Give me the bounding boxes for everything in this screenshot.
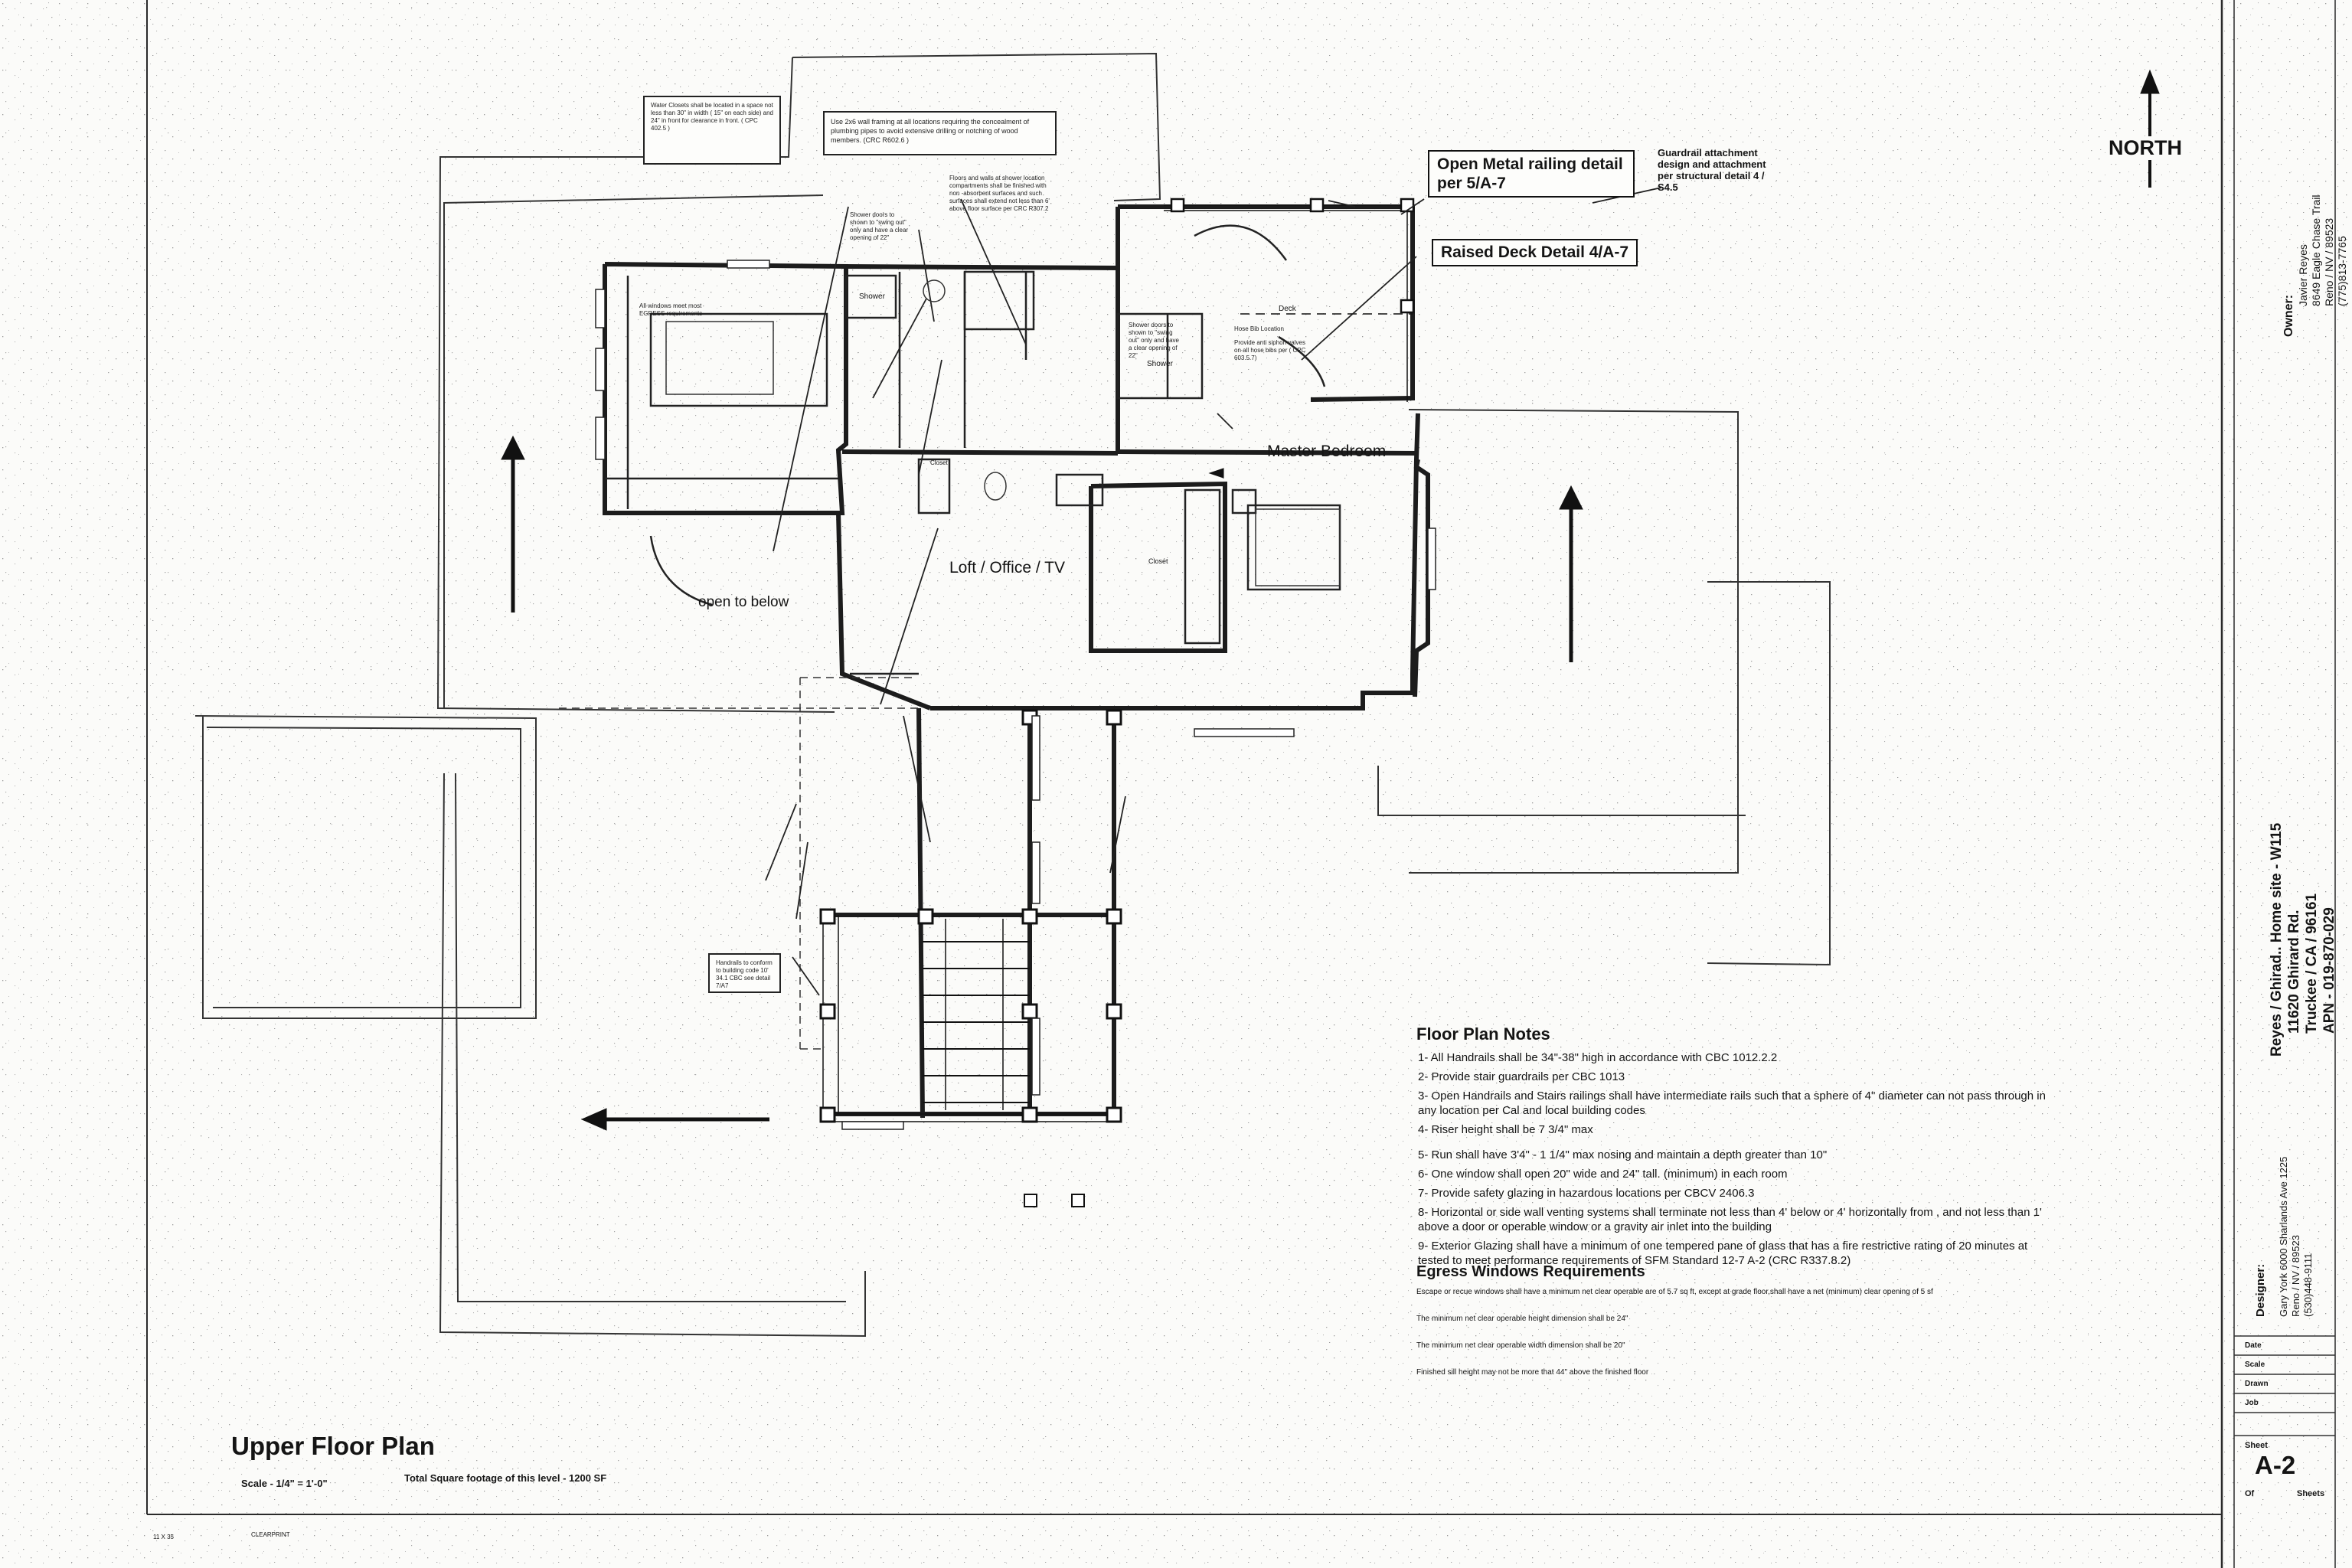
egress-item: The minimum net clear operable width dim…	[1416, 1341, 1625, 1350]
arrow-left-icon	[580, 1108, 607, 1131]
arrow-up-icon	[501, 435, 525, 460]
drawing-scale: Scale - 1/4" = 1'-0"	[241, 1478, 328, 1489]
floor-note-item: 7- Provide safety glazing in hazardous l…	[1418, 1187, 1755, 1200]
room-label-closet: Closet	[1148, 557, 1168, 565]
designer-details: Gary York 6000 Sharlands Ave 1225 Reno /…	[2278, 1156, 2314, 1317]
title-block-sheet-label: Sheet	[2245, 1441, 2268, 1450]
shower-door-note: Shower doors to shown to "swing out" onl…	[850, 211, 909, 241]
title-block-drawn: Drawn	[2245, 1380, 2269, 1388]
room-label-closet: Closet	[930, 459, 948, 466]
room-label-deck: Deck	[1279, 305, 1296, 313]
egress-item: The minimum net clear operable height di…	[1416, 1315, 1628, 1323]
direction-arrows	[501, 69, 2160, 1131]
stair-railing	[819, 709, 1122, 1207]
shower-finish-note: Floors and walls at shower location comp…	[949, 175, 1050, 212]
leader-lines	[765, 187, 1662, 996]
title-block-date: Date	[2245, 1341, 2262, 1350]
sheet-number: A-2	[2255, 1451, 2296, 1479]
water-closet-note: Water Closets shall be located in a spac…	[643, 96, 781, 165]
furniture	[665, 279, 1341, 586]
title-block	[2234, 1335, 2335, 1436]
railing-detail-callout: Open Metal railing detail per 5/A-7	[1428, 150, 1635, 198]
room-label-loft: Loft / Office / TV	[949, 559, 1065, 577]
room-label-shower: Shower	[859, 292, 885, 301]
project-address: Reyes / Ghirad.. Home site - W115 11620 …	[2269, 822, 2337, 1057]
paper-size-label: 11 X 35	[153, 1534, 174, 1540]
shower-door-note: Shower doors to shown to "swing out" onl…	[1129, 322, 1179, 359]
arrow-left-icon	[1208, 468, 1224, 479]
egress-heading: Egress Windows Requirements	[1416, 1263, 1645, 1280]
sheet-of-label: Of	[2245, 1489, 2255, 1498]
floor-note-item: 5- Run shall have 3'4" - 1 1/4" max nosi…	[1418, 1148, 1828, 1161]
raised-deck-callout: Raised Deck Detail 4/A-7	[1432, 239, 1638, 266]
guardrail-note: Guardrail attachment design and attachme…	[1658, 147, 1766, 193]
handrail-note: Handrails to conform to building code 10…	[708, 953, 781, 993]
floor-plan-notes: Floor Plan Notes 1- All Handrails shall …	[1413, 1024, 2087, 1272]
room-label-master-bedroom: Master Bedroom	[1267, 443, 1387, 460]
egress-window-note: All windows meet most EGRESS requirement…	[639, 302, 703, 317]
interior-lines	[605, 224, 1341, 675]
sheet-border	[146, 0, 2336, 1568]
owner-block: Owner:	[2282, 294, 2295, 337]
windows	[595, 260, 1436, 1130]
floor-note-item: 6- One window shall open 20" wide and 24…	[1418, 1168, 1788, 1181]
floor-note-item: 9- Exterior Glazing shall have a minimum…	[1418, 1240, 2028, 1267]
egress-item: Escape or recue windows shall have a min…	[1416, 1288, 1933, 1296]
floor-note-item: 2- Provide stair guardrails per CBC 1013	[1418, 1070, 1625, 1083]
egress-requirements: Egress Windows Requirements Escape or re…	[1416, 1263, 2052, 1394]
title-block-job: Job	[2245, 1399, 2259, 1407]
plumbing-wall-note: Use 2x6 wall framing at all locations re…	[823, 111, 1057, 155]
egress-item: Finished sill height may not be more tha…	[1416, 1368, 1649, 1377]
floor-note-item: 8- Horizontal or side wall venting syste…	[1418, 1206, 2042, 1233]
drawing-title: Upper Floor Plan	[231, 1432, 435, 1460]
floor-notes-heading: Floor Plan Notes	[1416, 1024, 1550, 1044]
sheet-sheets-label: Sheets	[2297, 1489, 2325, 1498]
owner-details: Javier Reyes 8649 Eagle Chase Trail Reno…	[2297, 194, 2348, 306]
room-label-shower: Shower	[1147, 360, 1173, 368]
floor-note-item: 3- Open Handrails and Stairs railings sh…	[1418, 1089, 2046, 1117]
paper-brand-label: CLEARPRINT	[251, 1531, 290, 1538]
north-arrow-icon	[2140, 69, 2160, 94]
total-square-footage: Total Square footage of this level - 120…	[404, 1472, 607, 1484]
deck-railing	[1164, 198, 1415, 402]
designer-label: Designer:	[2254, 1263, 2267, 1317]
arrow-up-icon	[1559, 485, 1583, 510]
floor-note-item: 4- Riser height shall be 7 3/4" max	[1418, 1123, 1593, 1136]
room-label-open-to-below: open to below	[698, 594, 789, 610]
roof-outline	[194, 52, 1831, 1338]
hose-bib-label: Hose Bib Location Provide anti siphon va…	[1234, 325, 1306, 361]
dashed-lines	[559, 677, 919, 1050]
north-label: NORTH	[2105, 136, 2185, 160]
floor-note-item: 1- All Handrails shall be 34"-38" high i…	[1418, 1051, 1778, 1064]
title-block-scale: Scale	[2245, 1361, 2265, 1369]
